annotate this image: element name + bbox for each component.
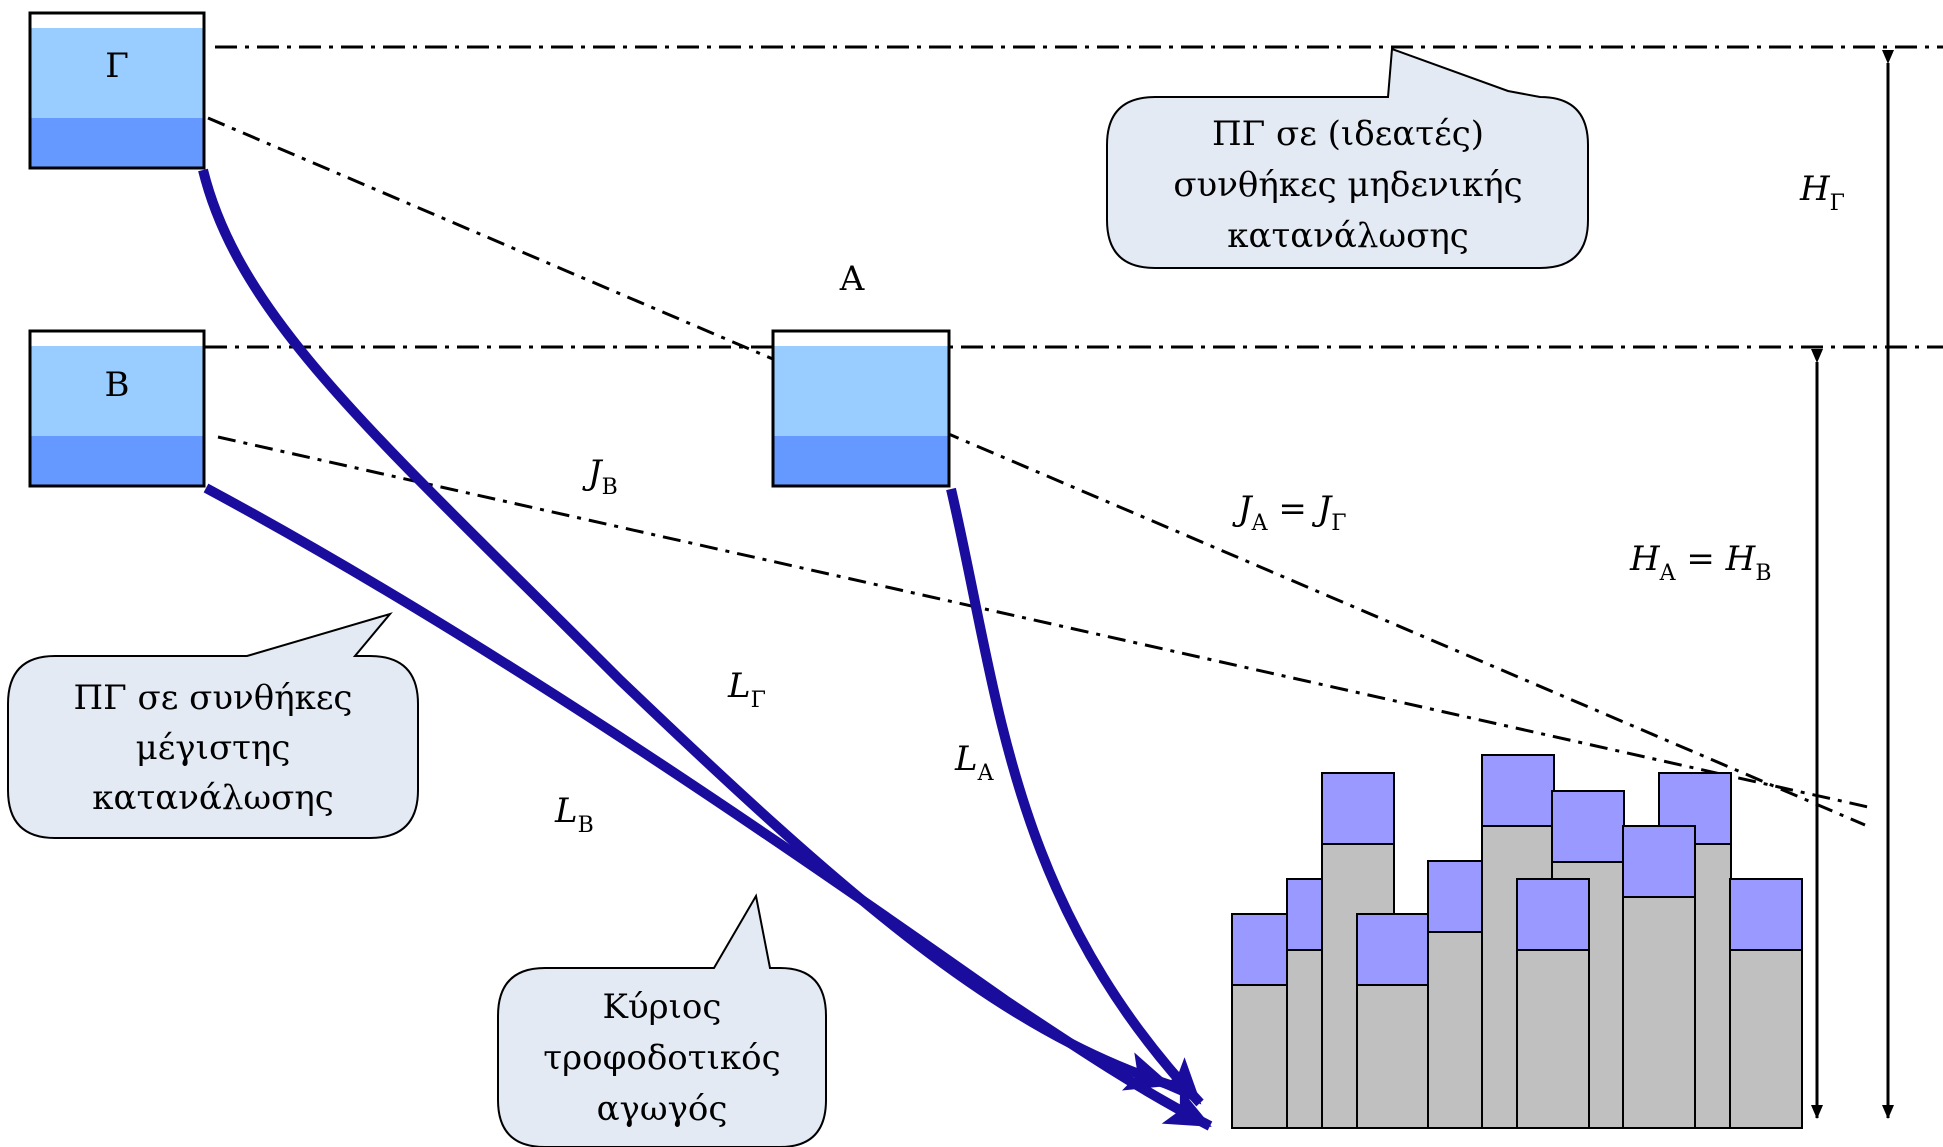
label-J-alpha-eq-J-gamma: JΑ = JΓ	[1232, 489, 1347, 536]
label-H-gamma: HΓ	[1799, 169, 1845, 216]
tank-alpha-label: Α	[839, 259, 865, 299]
label-L-gamma: LΓ	[727, 666, 766, 713]
callout-max-line-2: μέγιστης	[136, 728, 291, 768]
callout-zero-line-1: ΠΓ σε (ιδεατές)	[1212, 114, 1484, 154]
tank-gamma-label: Γ	[105, 46, 129, 86]
building	[1356, 913, 1430, 1129]
pipe-from-beta	[203, 483, 1213, 1131]
city-buildings	[1231, 754, 1803, 1129]
callout-pipe-line-2: τροφοδοτικός	[543, 1038, 780, 1078]
callout-pipe-line-3: αγωγός	[597, 1089, 728, 1129]
label-L-alpha: LΑ	[954, 739, 995, 786]
building	[1516, 878, 1590, 1129]
hgl-max-consumption-line	[217, 435, 1869, 809]
tank-alpha: Α	[771, 259, 951, 488]
building	[1622, 825, 1696, 1129]
tank-beta-label: Β	[105, 365, 130, 405]
label-J-beta: JΒ	[582, 453, 618, 500]
callout-max-consumption: ΠΓ σε συνθήκες μέγιστης κατανάλωσης	[7, 612, 419, 839]
hgl-zero-consumption-line	[207, 116, 1866, 827]
callout-pipe-line-1: Κύριος	[603, 987, 722, 1027]
pipe-from-alpha	[946, 487, 1204, 1107]
callout-zero-line-2: συνθήκες μηδενικής	[1173, 165, 1522, 205]
label-L-beta: LΒ	[554, 791, 594, 838]
tank-gamma: Γ	[28, 11, 206, 170]
callout-max-line-3: κατανάλωσης	[92, 778, 334, 818]
callout-max-line-1: ΠΓ σε συνθήκες	[74, 678, 353, 718]
callout-main-pipe: Κύριος τροφοδοτικός αγωγός	[497, 893, 827, 1147]
callout-zero-line-3: κατανάλωσης	[1227, 216, 1469, 256]
label-H-alpha-eq-H-beta: HΑ = HΒ	[1629, 539, 1771, 586]
callout-zero-consumption: ΠΓ σε (ιδεατές) συνθήκες μηδενικής καταν…	[1106, 47, 1589, 269]
building	[1729, 878, 1803, 1129]
tank-beta: Β	[28, 329, 206, 488]
